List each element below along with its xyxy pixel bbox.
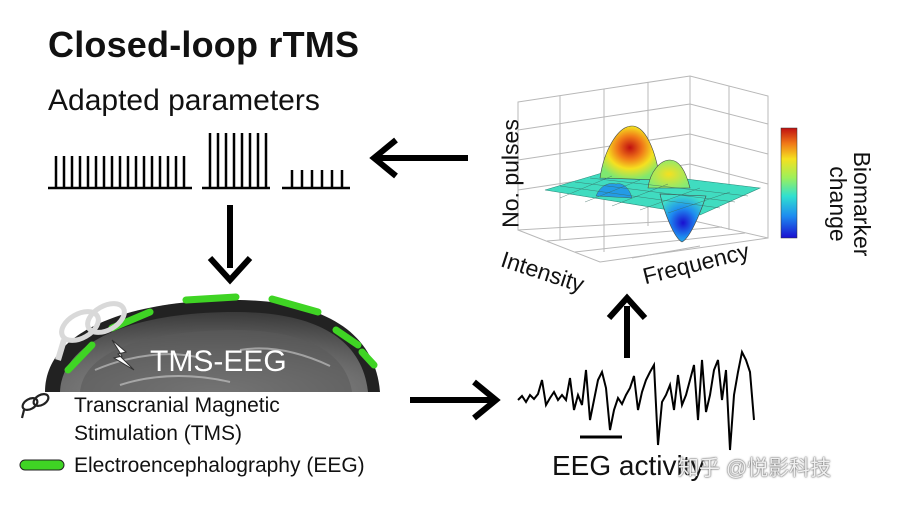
brain-mri-image [45, 293, 380, 392]
arrow-down [207, 205, 253, 285]
arrow-up [606, 293, 648, 358]
colorbar [780, 127, 798, 239]
axis-label-no-pulses: No. pulses [497, 119, 524, 228]
surface-mesh [544, 125, 762, 243]
legend-tms-line2: Stimulation (TMS) [74, 422, 243, 445]
tms-eeg-label: TMS-EEG [150, 345, 287, 378]
pulse-trains [48, 133, 350, 190]
legend-tms-coil-icon [20, 393, 50, 419]
legend-eeg-electrode-icon [19, 459, 65, 471]
lightning-icon [111, 339, 135, 371]
pulse-train-low [282, 170, 350, 190]
colorbar-label-line2: change [825, 166, 851, 242]
eeg-trace [517, 348, 755, 451]
adapted-parameters-label: Adapted parameters [48, 84, 320, 117]
eeg-activity-label: EEG activity [552, 450, 705, 481]
arrow-right [410, 379, 501, 421]
diagram-title: Closed-loop rTMS [48, 24, 360, 65]
eeg-electrodes [64, 293, 378, 374]
colorbar-label: Biomarker change [825, 124, 875, 284]
tms-coil-icon [55, 301, 127, 361]
pulse-train-high [202, 133, 270, 190]
watermark: 知乎 @悦影科技 [678, 457, 832, 480]
legend-tms-line1: Transcranial Magnetic [74, 394, 280, 417]
arrow-left [369, 137, 468, 179]
surface-plot [517, 75, 798, 263]
colorbar-label-line1: Biomarker [849, 151, 875, 257]
pulse-train-regular [48, 156, 192, 190]
legend-eeg-label: Electroencephalography (EEG) [74, 454, 365, 477]
